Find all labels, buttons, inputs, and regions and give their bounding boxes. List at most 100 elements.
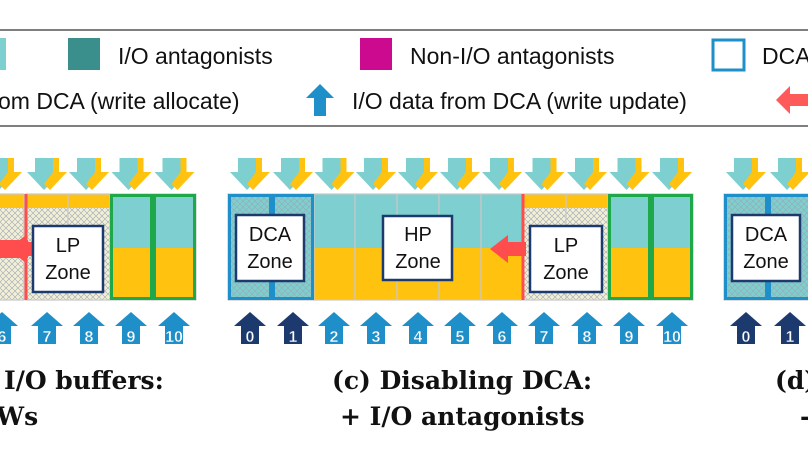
cache-way-lower — [608, 248, 651, 300]
right-bottom-arrow-number: 1 — [786, 329, 795, 346]
center-bottom-arrow-icon — [277, 312, 309, 344]
center-lp-zone-box — [528, 224, 604, 294]
left-bottom-arrow-number: 8 — [85, 329, 94, 346]
left-panel-red-arrow-shaft — [0, 240, 28, 258]
top-arrow-yellow-icon — [373, 158, 396, 190]
left-lp-zone: LP Zone — [31, 224, 105, 294]
top-arrow-teal-icon — [726, 158, 760, 190]
top-arrow-teal-icon — [111, 158, 146, 190]
top-arrow-teal-icon — [567, 158, 601, 190]
top-arrow-teal-icon — [154, 158, 189, 190]
center-bottom-arrow-number: 9 — [625, 329, 634, 346]
top-arrow-teal-icon — [69, 158, 103, 190]
top-arrow-teal-icon — [524, 158, 559, 190]
cache-way-upper — [481, 194, 523, 248]
center-panel-red-arrow-icon — [490, 235, 526, 263]
caption-right-line1: (d) — [775, 366, 808, 395]
center-dca-zone-box — [234, 213, 306, 283]
top-arrow-teal-icon — [230, 158, 264, 190]
left-lp-zone-box — [31, 224, 105, 294]
center-bottom-arrow-number: 7 — [540, 329, 549, 346]
left-bottom-arrow-icon — [115, 312, 147, 344]
left-bottom-arrow-number: 9 — [127, 329, 136, 346]
legend-label-write-update: I/O data from DCA (write update) — [352, 88, 687, 114]
top-arrow-teal-icon — [609, 158, 644, 190]
top-arrow-yellow-icon — [415, 158, 438, 190]
center-dca-zone-label-line2: Zone — [247, 251, 293, 273]
legend-label-non-io-antagonists: Non-I/O antagonists — [410, 43, 615, 69]
legend-partial-left-arrow-icon — [776, 86, 808, 114]
legend-label-io-antagonists: I/O antagonists — [118, 43, 273, 69]
caption-left-line2: Ws — [0, 402, 38, 431]
top-arrow-yellow-icon — [247, 158, 270, 190]
top-arrow-yellow-icon — [787, 158, 808, 190]
caption-left-line1: I/O buffers: — [4, 366, 164, 395]
center-hp-zone-box — [381, 214, 454, 282]
cache-way-upper — [608, 194, 651, 248]
top-arrow-yellow-icon — [743, 158, 766, 190]
cache-way-lower — [651, 248, 693, 300]
center-bottom-arrow-icon — [656, 312, 688, 344]
top-arrow-yellow-icon — [290, 158, 313, 190]
center-hp-zone-label-line1: HP — [404, 224, 432, 246]
right-bottom-arrow-icon — [774, 312, 806, 344]
center-bottom-arrow-number: 0 — [246, 329, 255, 346]
cache-way-upper — [110, 194, 153, 248]
center-dca-zone: DCA Zone — [234, 213, 306, 283]
cache-way-lp-top — [26, 194, 68, 208]
left-lp-zone-label-line1: LP — [56, 235, 80, 257]
center-bottom-arrow-icon — [234, 312, 266, 344]
caption-center-line1: (c) Disabling DCA: — [332, 366, 592, 395]
top-arrow-teal-icon — [482, 158, 516, 190]
top-arrow-yellow-icon — [457, 158, 480, 190]
legend-arrow-write-update-icon — [306, 84, 334, 116]
center-bottom-arrow-icon — [318, 312, 350, 344]
right-dca-zone-box — [730, 213, 802, 283]
legend-label-dca: DCA — [762, 43, 808, 69]
cache-way-lower — [153, 248, 196, 300]
center-bottom-arrow-icon — [360, 312, 392, 344]
legend-swatch-io-antagonists — [68, 38, 100, 70]
top-arrow-yellow-icon — [626, 158, 650, 190]
left-bottom-arrow-icon — [31, 312, 63, 344]
top-arrows — [0, 158, 808, 190]
top-arrow-yellow-icon — [499, 158, 522, 190]
top-arrow-yellow-icon — [44, 158, 67, 190]
center-bottom-arrow-number: 2 — [330, 329, 339, 346]
center-lp-zone-label-line2: Zone — [543, 262, 589, 284]
left-bottom-arrow-number: 10 — [165, 329, 183, 346]
center-bottom-arrow-icon — [486, 312, 518, 344]
center-bottom-arrow-icon — [528, 312, 560, 344]
left-bottom-arrow-number: 6 — [0, 329, 7, 346]
green-way-outline — [153, 194, 196, 300]
top-arrow-teal-icon — [398, 158, 432, 190]
top-arrow-teal-icon — [770, 158, 804, 190]
top-arrow-teal-icon — [440, 158, 474, 190]
center-hp-zone: HP Zone — [381, 214, 454, 282]
cache-way-upper — [314, 194, 355, 248]
cache-way-lp-top — [566, 194, 608, 208]
right-bottom-arrow-number: 0 — [742, 329, 751, 346]
right-dca-zone: DCA Zone — [730, 213, 802, 283]
top-arrow-yellow-icon — [171, 158, 195, 190]
top-arrow-yellow-icon — [0, 158, 22, 190]
top-arrow-yellow-icon — [331, 158, 355, 190]
right-dca-zone-label-line2: Zone — [743, 251, 789, 273]
top-arrow-yellow-icon — [584, 158, 607, 190]
legend-label-write-allocate: om DCA (write allocate) — [0, 88, 240, 114]
left-lp-zone-label-line2: Zone — [45, 262, 91, 284]
legend-partial-swatch — [0, 38, 6, 70]
center-lp-zone: LP Zone — [528, 224, 604, 294]
center-hp-zone-label-line2: Zone — [395, 251, 441, 273]
left-bottom-arrow-number: 7 — [43, 329, 52, 346]
top-arrow-yellow-icon — [128, 158, 152, 190]
left-bottom-arrow-icon — [0, 312, 18, 344]
top-arrow-yellow-icon — [669, 158, 692, 190]
cache-way-upper — [651, 194, 693, 248]
top-arrow-teal-icon — [314, 158, 349, 190]
right-dca-zone-label-line1: DCA — [745, 224, 788, 246]
center-lp-zone-label-line1: LP — [554, 235, 578, 257]
center-bottom-arrow-icon — [571, 312, 603, 344]
center-bottom-arrow-number: 5 — [456, 329, 465, 346]
